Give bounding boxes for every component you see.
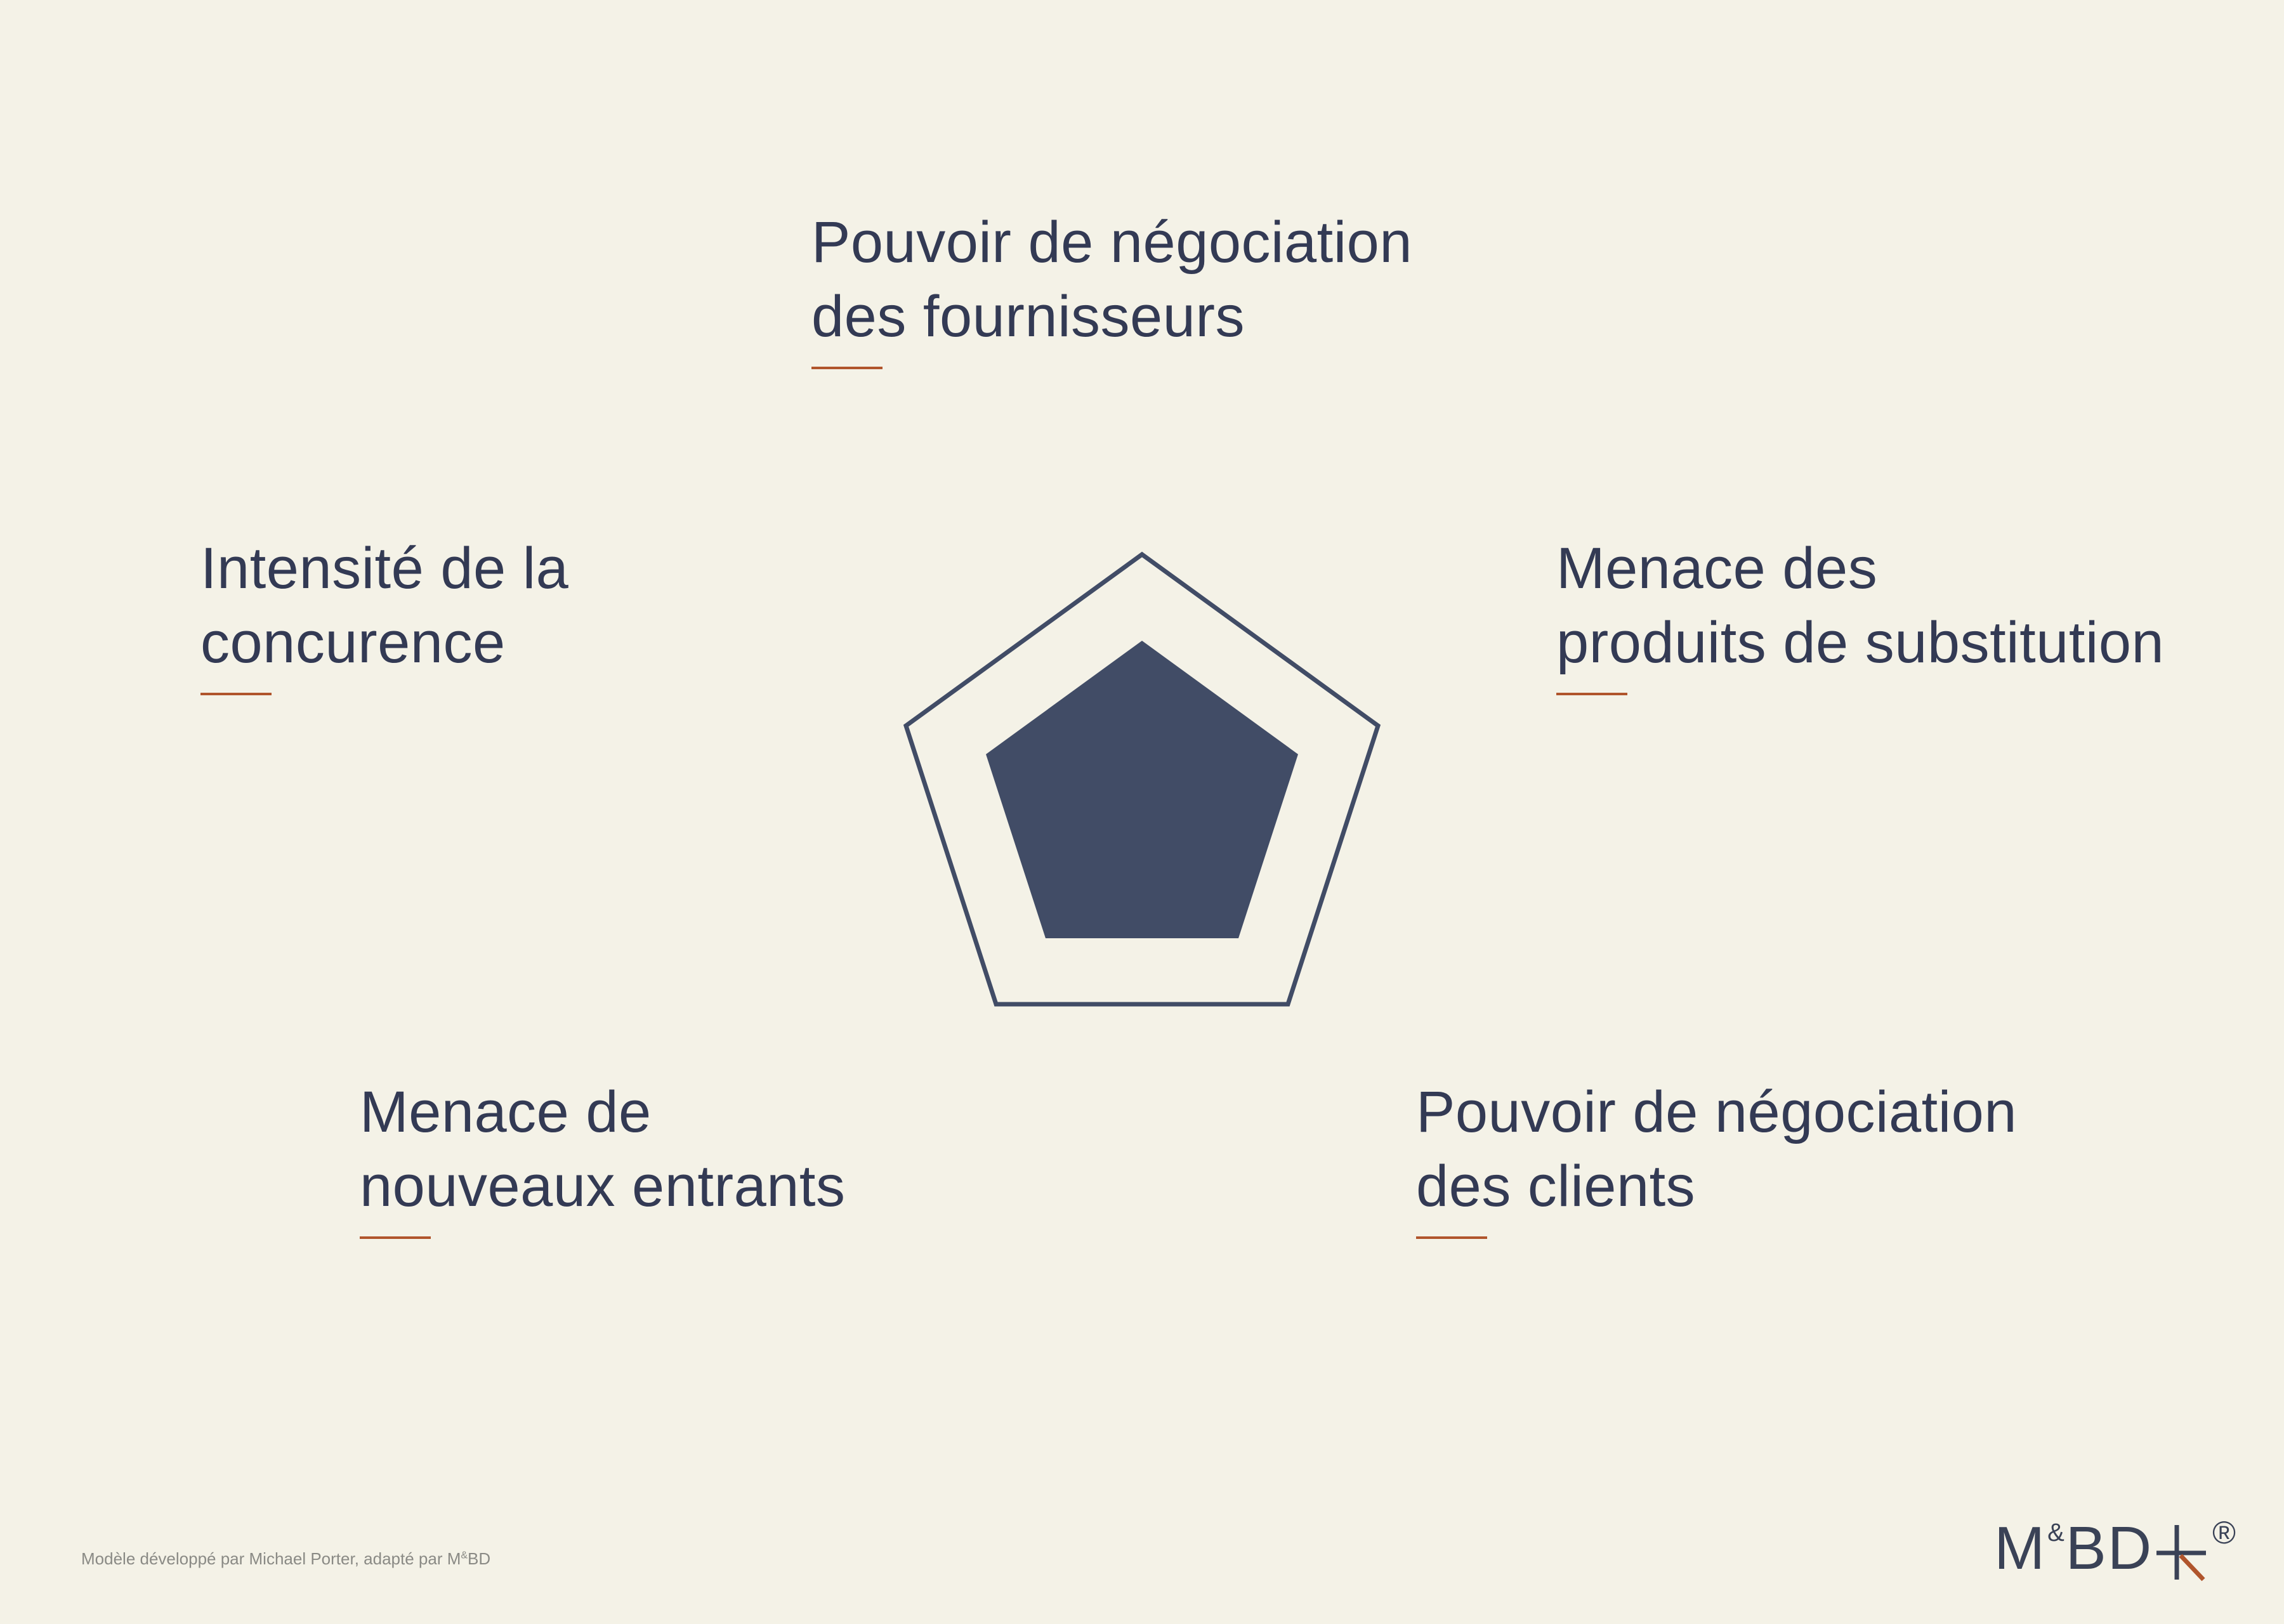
inner-pentagon <box>986 641 1298 938</box>
force-label-line: produits de substitution <box>1556 610 2165 675</box>
force-label-line: Pouvoir de négociation <box>811 210 1412 275</box>
credit-text: Modèle développé par Michael Porter, ada… <box>81 1549 461 1568</box>
force-label-line: nouveaux entrants <box>360 1154 846 1219</box>
force-label-line: Intensité de la <box>200 536 569 601</box>
logo-registered-icon: ® <box>2212 1515 2236 1550</box>
force-label-line: Pouvoir de négociation <box>1416 1080 2017 1144</box>
force-competitive-rivalry: Intensité de la concurence <box>200 532 568 695</box>
force-label-line: Menace de <box>360 1080 652 1144</box>
footer-credit: Modèle développé par Michael Porter, ada… <box>81 1549 490 1569</box>
logo-m: M <box>1994 1514 2047 1582</box>
force-supplier-power: Pouvoir de négociation des fournisseurs <box>811 206 1412 369</box>
force-label-line: des fournisseurs <box>811 284 1245 349</box>
force-threat-of-substitutes: Menace des produits de substitution <box>1556 532 2164 695</box>
logo-amp: & <box>2047 1519 2064 1547</box>
credit-end: BD <box>468 1549 491 1568</box>
accent-underline <box>360 1236 431 1239</box>
accent-underline <box>200 693 272 695</box>
force-label-line: Menace des <box>1556 536 1878 601</box>
accent-underline <box>811 367 883 369</box>
force-buyer-power: Pouvoir de négociation des clients <box>1416 1075 2017 1239</box>
outer-pentagon <box>903 551 1381 1007</box>
logo-plus-icon <box>2153 1514 2210 1583</box>
force-label-line: concurence <box>200 610 506 675</box>
force-threat-of-new-entrants: Menace de nouveaux entrants <box>360 1075 845 1239</box>
accent-underline <box>1416 1236 1487 1239</box>
logo-bd: BD <box>2065 1514 2153 1582</box>
brand-logo: M & BD ® <box>1994 1514 2236 1583</box>
accent-underline <box>1556 693 1627 695</box>
credit-sup: & <box>461 1550 468 1561</box>
force-label-line: des clients <box>1416 1154 1696 1219</box>
